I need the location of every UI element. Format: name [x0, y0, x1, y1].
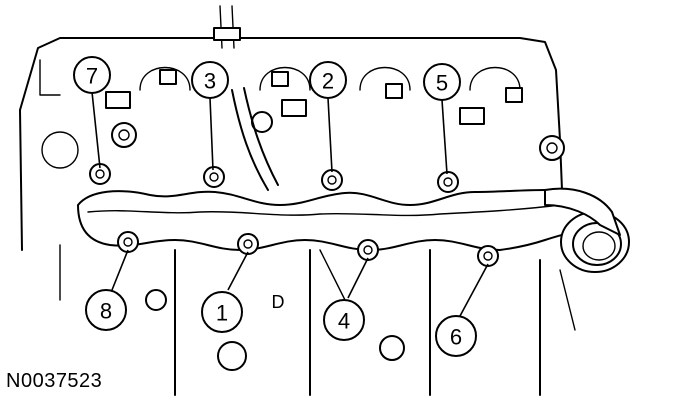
engine-letter: D — [272, 292, 285, 312]
callout-4-label: 4 — [338, 309, 350, 334]
callout-7: 7 — [73, 56, 111, 94]
head-bosses — [105, 66, 523, 125]
bolt-2-hex — [321, 169, 343, 191]
bolt-1-hex — [237, 233, 259, 255]
callout-1-label: 1 — [216, 301, 228, 326]
manifold-outlet — [544, 187, 630, 273]
manifold-bolts — [89, 163, 499, 267]
cylinder-head-outline — [19, 5, 563, 251]
callout-6: 6 — [435, 315, 477, 357]
callout-2: 2 — [309, 61, 347, 99]
callout-2-label: 2 — [322, 69, 334, 94]
callout-1: 1 — [201, 291, 243, 333]
bolt-4-hex — [357, 239, 379, 261]
callout-8-label: 8 — [100, 299, 112, 324]
callout-5: 5 — [423, 63, 461, 101]
callout-3-label: 3 — [204, 69, 216, 94]
exhaust-manifold — [77, 189, 601, 251]
bolt-8-hex — [117, 231, 139, 253]
bolt-6-hex — [477, 245, 499, 267]
tube — [231, 87, 279, 191]
bolt-3-hex — [203, 166, 225, 188]
bolt-5-hex — [437, 171, 459, 193]
callout-5-label: 5 — [436, 71, 448, 96]
callout-7-label: 7 — [86, 64, 98, 89]
block-lower — [59, 244, 576, 396]
figure-id: N0037523 — [6, 370, 103, 392]
round-features — [41, 111, 565, 371]
leader-lines — [91, 91, 489, 317]
callout-6-label: 6 — [450, 325, 462, 350]
callout-8: 8 — [85, 289, 127, 331]
callout-4: 4 — [323, 299, 365, 341]
callout-3: 3 — [191, 61, 229, 99]
